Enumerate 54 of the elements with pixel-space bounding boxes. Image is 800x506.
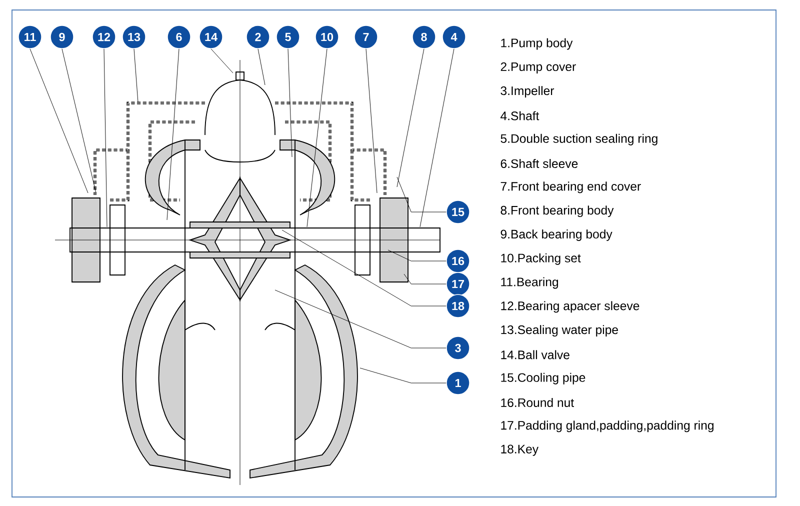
part-label: 18.Key (501, 444, 538, 456)
callout-number: 18 (446, 294, 470, 318)
part-label: 10.Packing set (501, 253, 581, 265)
leader-line (282, 230, 446, 306)
leader-line (30, 48, 88, 194)
leader-line (104, 48, 108, 228)
leader-line (404, 274, 446, 284)
part-label: 12.Bearing apacer sleeve (501, 301, 640, 313)
leader-line (366, 48, 378, 194)
leader-line (396, 48, 424, 188)
callout-number: 13 (122, 25, 146, 49)
part-label: 11.Bearing (501, 277, 558, 289)
part-label: 8.Front bearing body (500, 206, 614, 218)
callout-number: 8 (412, 25, 436, 49)
leader-line (360, 368, 446, 384)
callout-number: 15 (446, 200, 470, 224)
leader-line (210, 48, 234, 74)
leader-line (258, 48, 266, 86)
part-label: 3.Impeller (500, 86, 554, 98)
part-label: 9.Back bearing body (500, 229, 612, 241)
leader-line (274, 290, 446, 348)
leader-line (420, 48, 454, 228)
callout-number: 12 (92, 25, 116, 49)
leader-line (166, 48, 180, 220)
leader-line (388, 250, 446, 262)
leader-line (288, 48, 292, 158)
callout-number: 14 (199, 25, 223, 49)
part-label: 13.Sealing water pipe (501, 325, 618, 337)
callout-number: 3 (446, 336, 470, 360)
part-label: 2.Pump cover (500, 62, 576, 74)
callout-number: 6 (167, 25, 191, 49)
part-label: 4.Shaft (500, 111, 540, 120)
leader-line (306, 48, 328, 228)
callout-number: 4 (442, 25, 466, 49)
part-label: 6.Shaft sleeve (500, 159, 578, 168)
leader-line (134, 48, 138, 102)
part-label: 16.Round nut (501, 398, 574, 408)
callout-number: 9 (50, 25, 74, 49)
part-label: 5.Double suction sealing ring (500, 134, 658, 146)
callout-number: 11 (18, 25, 42, 49)
callout-number: 2 (246, 25, 270, 49)
callout-number: 16 (446, 249, 470, 273)
callout-number: 1 (446, 371, 470, 395)
part-label: 7.Front bearing end cover (500, 182, 641, 194)
callout-number: 10 (315, 25, 339, 49)
callout-number: 7 (354, 25, 378, 49)
part-label: 1.Pump body (501, 38, 573, 50)
leader-line (62, 48, 96, 194)
leader-line (396, 176, 446, 212)
part-label: 15.Cooling pipe (501, 372, 586, 384)
part-label: 17.Padding gland,padding,padding ring (501, 420, 714, 432)
part-label: 14.Ball valve (501, 350, 570, 360)
callout-number: 17 (446, 272, 470, 296)
callout-number: 5 (276, 25, 300, 49)
